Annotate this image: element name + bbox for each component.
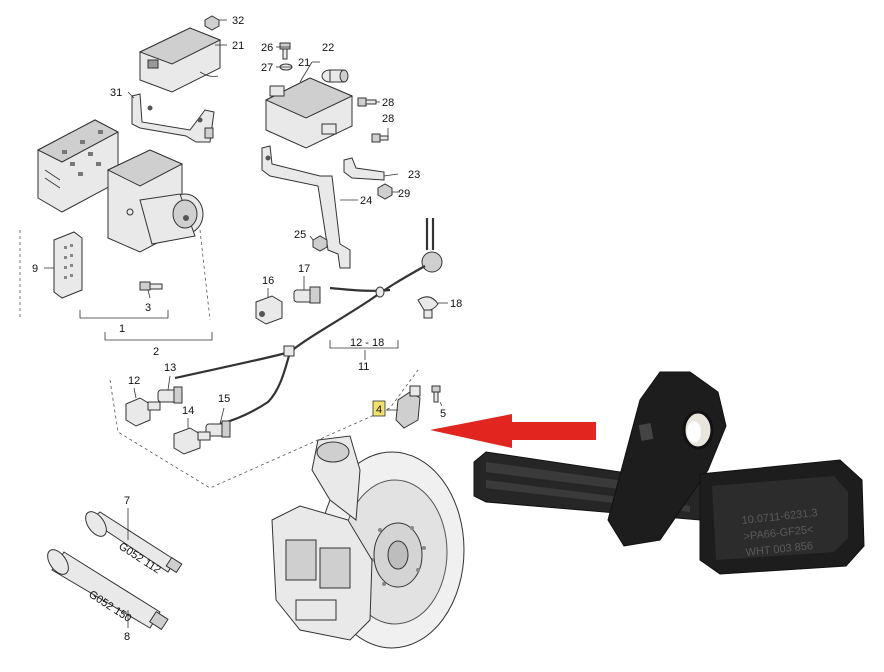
bolt-3 <box>139 281 163 291</box>
callout-27: 27 <box>261 62 273 74</box>
control-unit-21-top <box>138 27 222 93</box>
connector-bracket-9 <box>53 231 83 299</box>
callout-9: 9 <box>32 263 38 275</box>
callout-28-a: 28 <box>382 97 394 109</box>
red-pointer-arrow <box>430 414 596 448</box>
callout-17: 17 <box>298 263 310 275</box>
clip-18 <box>417 296 439 319</box>
connector-12 <box>125 397 161 427</box>
bracket-31 <box>131 93 215 143</box>
callout-14: 14 <box>182 405 194 417</box>
callout-28-b: 28 <box>382 113 394 125</box>
connector-17 <box>293 286 321 304</box>
bolt-5 <box>431 385 441 403</box>
sensor-product-photo: 10.0711-6231.3 >PA66-GF25< WHT 003 856 <box>473 371 865 575</box>
callout-29: 29 <box>398 188 410 200</box>
wiring-harness-11 <box>174 218 443 426</box>
nut-25 <box>312 235 328 252</box>
nut-29 <box>377 183 393 200</box>
abs-hydraulic-unit <box>106 149 204 253</box>
bolt-28b <box>371 133 389 143</box>
bracket-24 <box>261 145 351 269</box>
callout-18: 18 <box>450 298 462 310</box>
callout-23: 23 <box>408 169 420 181</box>
callout-25: 25 <box>294 229 306 241</box>
callout-22: 22 <box>322 42 334 54</box>
callout-11: 11 <box>358 361 369 373</box>
callout-15: 15 <box>218 393 230 405</box>
wheel-speed-sensor-4 <box>395 385 421 429</box>
callout-21-right: 21 <box>298 57 310 69</box>
callout-3: 3 <box>145 302 151 314</box>
callout-32: 32 <box>232 15 244 27</box>
callout-13: 13 <box>164 362 176 374</box>
group-lines <box>19 229 419 489</box>
bracket-23 <box>343 157 385 181</box>
callout-4: 4 <box>376 404 382 416</box>
callout-24: 24 <box>360 195 372 207</box>
callout-5: 5 <box>440 408 446 420</box>
callout-12: 12 <box>128 375 140 387</box>
callout-12-18: 12 - 18 <box>350 337 384 349</box>
callout-labels: 32 21 26 27 21 22 31 28 28 23 29 24 25 9… <box>32 15 462 643</box>
callout-4-highlight <box>372 400 386 417</box>
control-unit-21-right <box>264 77 354 149</box>
bolt-26 <box>279 42 291 60</box>
bolt-28a <box>357 97 377 107</box>
leader-lines <box>44 19 448 628</box>
callout-1: 1 <box>119 323 125 335</box>
connector-14 <box>173 427 211 455</box>
callout-2: 2 <box>153 346 159 358</box>
callout-16: 16 <box>262 275 274 287</box>
abs-control-unit <box>36 119 120 213</box>
brake-caliper <box>271 505 373 641</box>
connector-16 <box>255 295 283 325</box>
bushing-22 <box>321 69 349 83</box>
connector-13 <box>157 386 183 404</box>
connector-15 <box>205 420 231 438</box>
callout-31: 31 <box>110 87 122 99</box>
nut-32 <box>204 15 220 31</box>
grease-tube-7: G052 112 <box>85 511 183 576</box>
callout-7: 7 <box>124 495 130 507</box>
callout-26: 26 <box>261 42 273 54</box>
callout-21-top: 21 <box>232 40 244 52</box>
callout-8: 8 <box>124 631 130 643</box>
